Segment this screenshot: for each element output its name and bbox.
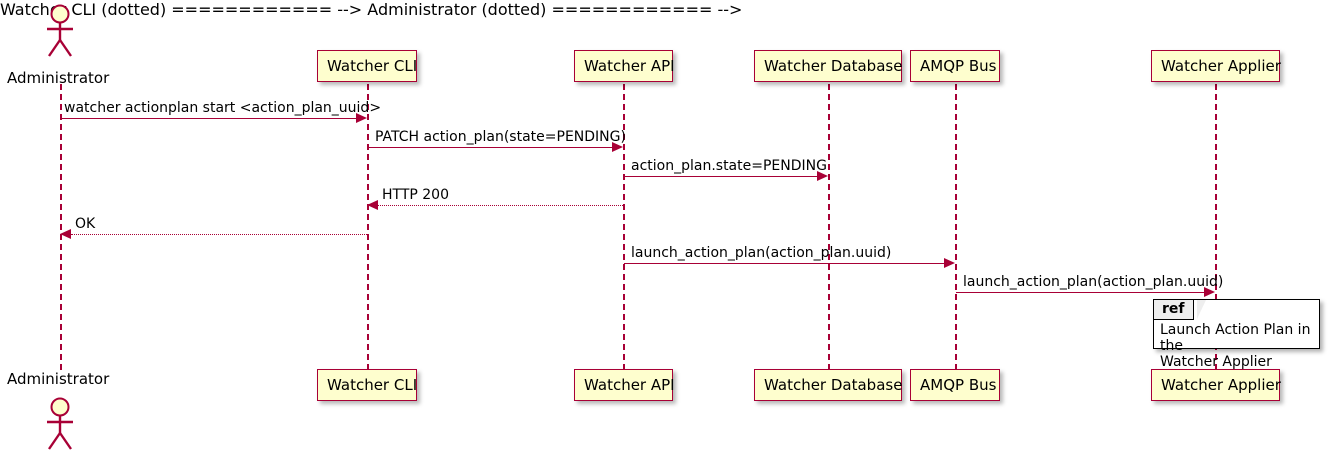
actor-administrator-top (47, 4, 73, 57)
actor-administrator-bottom (47, 397, 73, 450)
message-label-5: OK (75, 216, 96, 232)
lifeline-administrator (60, 84, 62, 370)
actor-label-administrator-bottom: Administrator (7, 370, 110, 388)
message-arrow-4 (378, 205, 623, 206)
participant-amqp-bus-top[interactable]: AMQP Bus (910, 50, 1000, 82)
lifeline-watcher-applier (1215, 84, 1217, 370)
message-arrow-5 (71, 234, 367, 235)
arrow-head-5 (60, 229, 71, 239)
message-arrow-7 (956, 292, 1204, 293)
message-label-1: watcher actionplan start <action_plan_uu… (64, 100, 382, 116)
participant-watcher-database-top[interactable]: Watcher Database (754, 50, 902, 82)
message-arrow-3 (624, 176, 817, 177)
participant-watcher-applier-top[interactable]: Watcher Applier (1151, 50, 1281, 82)
participant-watcher-database-bottom[interactable]: Watcher Database (754, 369, 902, 401)
ref-fragment: ref Launch Action Plan in the Watcher Ap… (1153, 299, 1320, 370)
message-label-4: HTTP 200 (382, 187, 449, 203)
lifeline-watcher-api (623, 84, 625, 370)
participant-watcher-api-bottom[interactable]: Watcher API (574, 369, 675, 401)
lifeline-amqp-bus (955, 84, 957, 370)
message-arrow-6 (624, 263, 944, 264)
lifeline-watcher-cli (367, 84, 369, 370)
arrow-head-3 (817, 171, 828, 181)
message-arrow-2 (368, 147, 612, 148)
message-label-3: action_plan.state=PENDING (631, 158, 827, 174)
message-arrow-1 (61, 118, 356, 119)
arrow-head-2 (612, 142, 623, 152)
arrow-head-1 (356, 113, 367, 123)
message-label-2: PATCH action_plan(state=PENDING) (375, 129, 626, 145)
ref-fragment-tab-corner (1197, 300, 1206, 319)
arrow-head-6 (944, 258, 955, 268)
arrow-head-4 (367, 200, 378, 210)
arrow-head-7 (1204, 287, 1215, 297)
participant-watcher-cli-top[interactable]: Watcher CLI (317, 50, 417, 82)
participant-watcher-api-top[interactable]: Watcher API (574, 50, 675, 82)
ref-fragment-body: Launch Action Plan in the Watcher Applie… (1160, 322, 1311, 370)
actor-label-administrator-top: Administrator (7, 69, 110, 87)
ref-fragment-tab-label: ref (1154, 300, 1194, 320)
participant-amqp-bus-bottom[interactable]: AMQP Bus (910, 369, 1000, 401)
message-label-6: launch_action_plan(action_plan.uuid) (631, 245, 892, 261)
participant-watcher-applier-bottom[interactable]: Watcher Applier (1151, 369, 1281, 401)
lifeline-watcher-database (828, 84, 830, 370)
participant-watcher-cli-bottom[interactable]: Watcher CLI (317, 369, 417, 401)
message-label-7: launch_action_plan(action_plan.uuid) (963, 274, 1224, 290)
